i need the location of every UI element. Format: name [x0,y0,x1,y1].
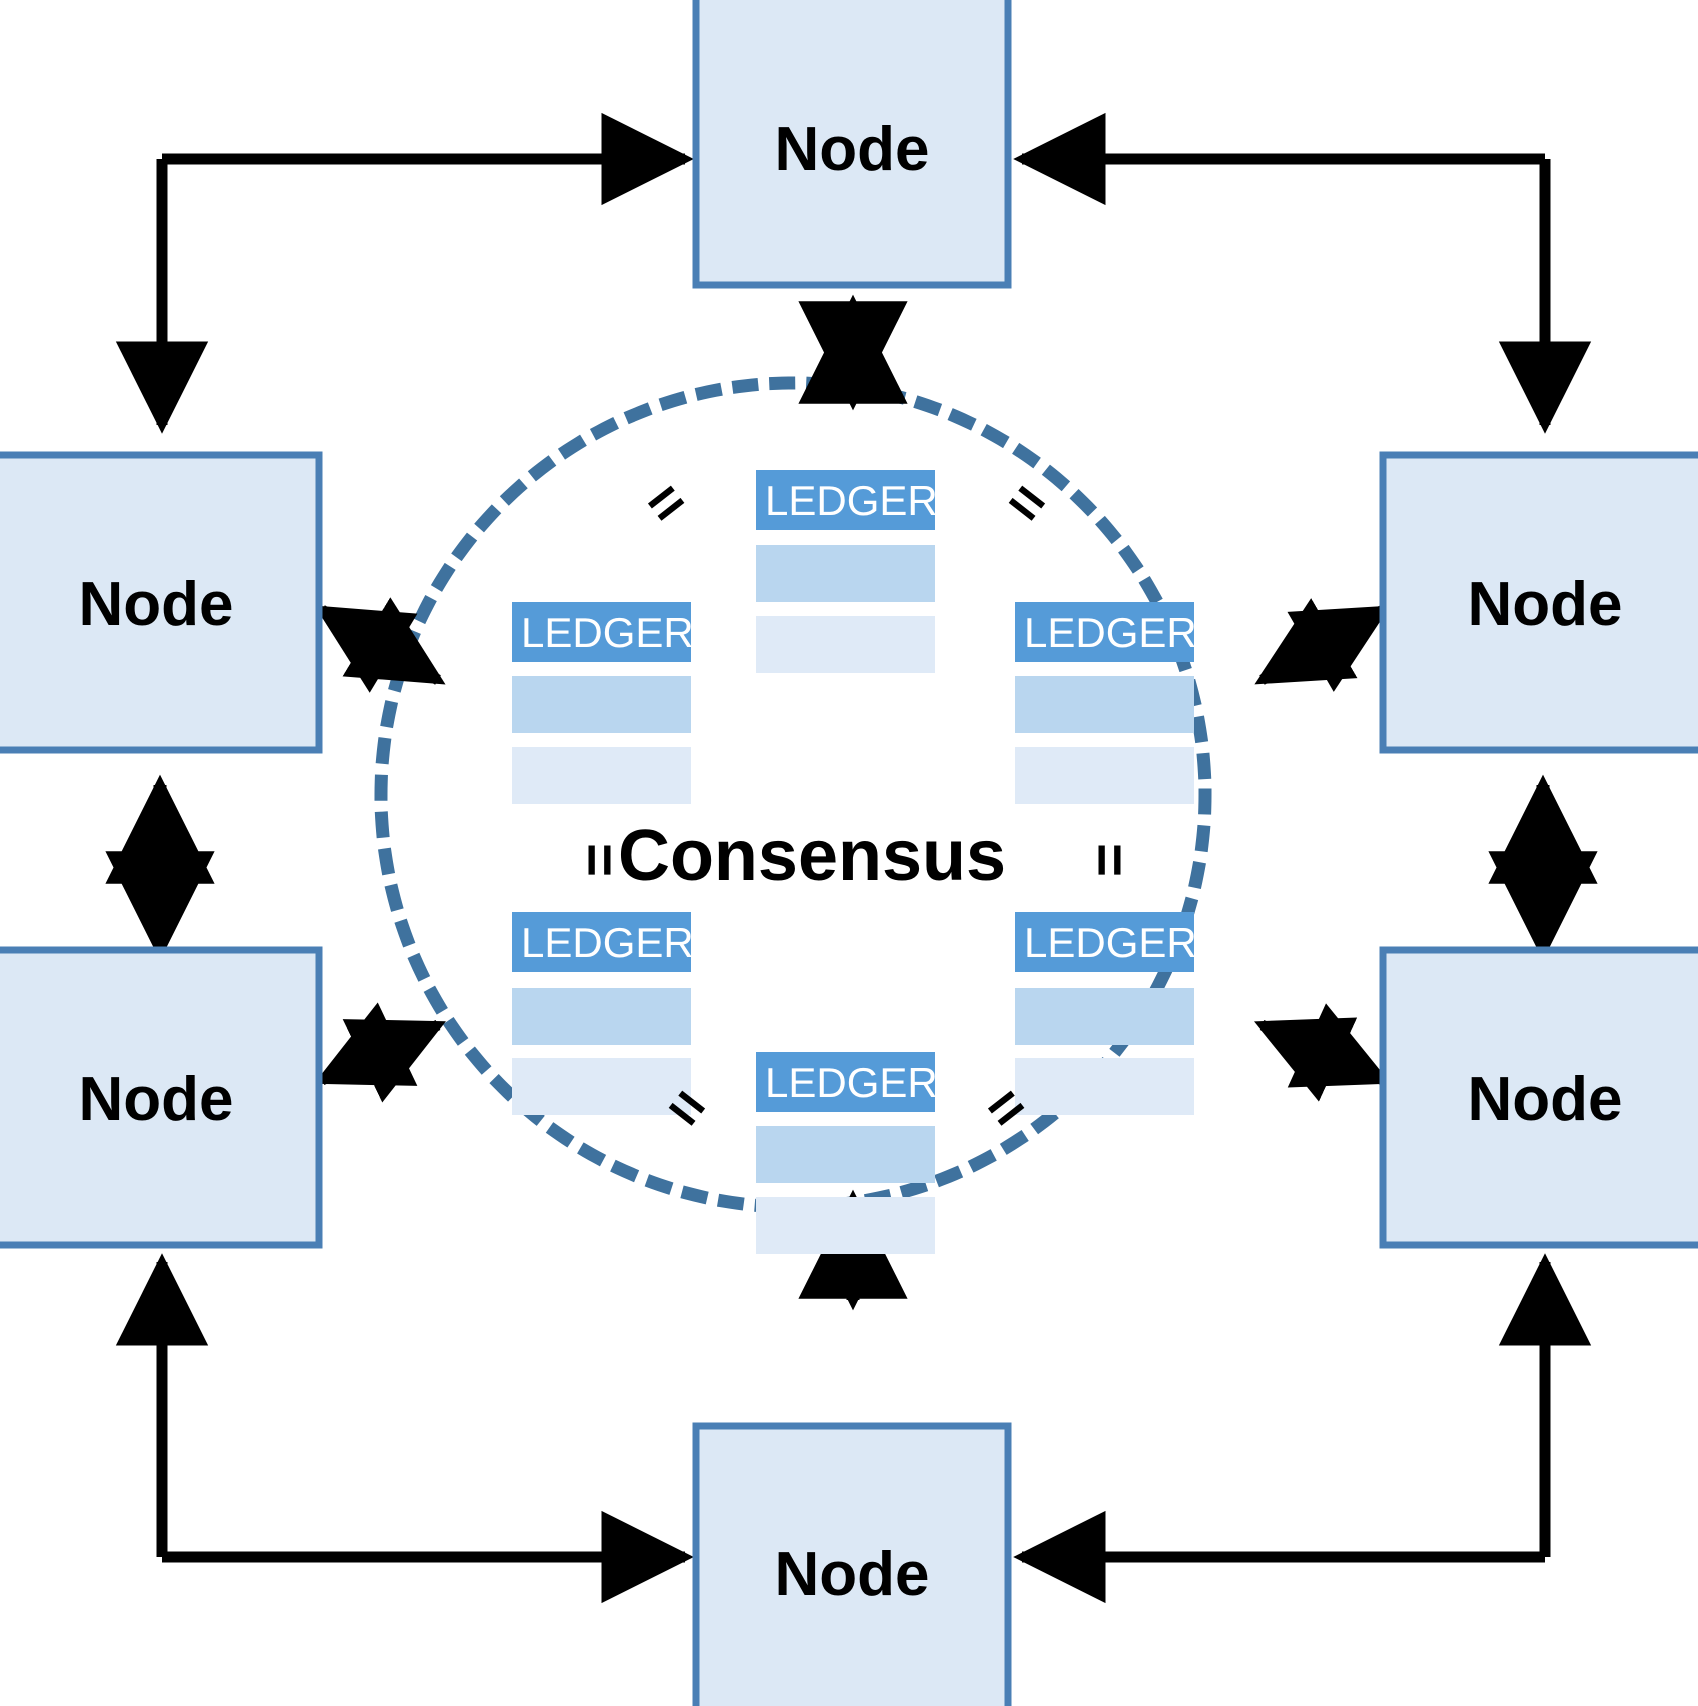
ledger-header-label: LEDGER [765,477,938,524]
eq-mid-left-icon: = [567,843,632,877]
node-label: Node [1468,570,1623,639]
ledger-header-label: LEDGER [1024,609,1197,656]
node-box[interactable] [1379,946,1698,1249]
conn-right-lower-to-bottom [1013,1253,1592,1604]
node-box[interactable] [692,1422,1012,1706]
node-label: Node [775,1540,930,1609]
ledger-header-bar[interactable] [756,1052,935,1112]
ledger-header-label: LEDGER [1024,919,1197,966]
ledger-upper-right[interactable]: LEDGER [1015,602,1197,804]
conn-left-upper-consensus [314,597,446,693]
node-right-upper[interactable]: Node [1379,451,1698,754]
ledger-top[interactable]: LEDGER [756,470,938,673]
ledger-header-bar[interactable] [512,602,691,662]
conn-left-lower-to-bottom [115,1253,694,1604]
node-left-upper[interactable]: Node [0,451,323,754]
eq-mid-right-icon: = [1077,843,1142,877]
ledger-bottom[interactable]: LEDGER [756,1052,938,1254]
conn-right-upper-consensus [1254,598,1391,692]
node-box[interactable] [692,0,1012,289]
node-left-lower[interactable]: Node [0,946,323,1249]
eq-top-left-icon: = [633,467,700,539]
conn-right-upper-to-top [1013,112,1592,434]
ledger-row-2 [1015,747,1194,804]
ledger-lower-right[interactable]: LEDGER [1015,912,1197,1115]
ledger-header-bar[interactable] [512,912,691,972]
ledger-row-2 [512,747,691,804]
ledger-row-1 [512,988,691,1045]
ledger-row-1 [756,545,935,602]
node-right-lower[interactable]: Node [1379,946,1698,1249]
ledger-row-1 [756,1126,935,1183]
ledger-header-label: LEDGER [521,609,694,656]
ledger-row-2 [512,1058,691,1115]
ledger-upper-left[interactable]: LEDGER [512,602,694,804]
node-top[interactable]: Node [692,0,1012,289]
ledger-row-2 [1015,1058,1194,1115]
node-label: Node [79,1065,234,1134]
node-bottom[interactable]: Node [692,1422,1012,1706]
ledger-lower-left[interactable]: LEDGER [512,912,694,1115]
node-label: Node [79,570,234,639]
conn-right-lower-consensus [1253,1003,1392,1102]
ledger-header-bar[interactable] [756,470,935,530]
consensus-label: Consensus [618,816,1006,896]
conn-left-upper-to-top [115,112,694,434]
node-box[interactable] [0,451,323,754]
ledger-header-label: LEDGER [521,919,694,966]
node-box[interactable] [0,946,323,1249]
node-box[interactable] [1379,451,1698,754]
ledger-row-1 [1015,676,1194,733]
ledger-header-bar[interactable] [1015,912,1194,972]
ledger-row-1 [512,676,691,733]
ledger-header-bar[interactable] [1015,602,1194,662]
node-label: Node [775,115,930,184]
node-label: Node [1468,1065,1623,1134]
ledger-row-2 [756,1197,935,1254]
conn-left-lower-consensus [314,1002,446,1103]
ledger-header-label: LEDGER [765,1059,938,1106]
ledger-row-1 [1015,988,1194,1045]
ledger-row-2 [756,616,935,673]
